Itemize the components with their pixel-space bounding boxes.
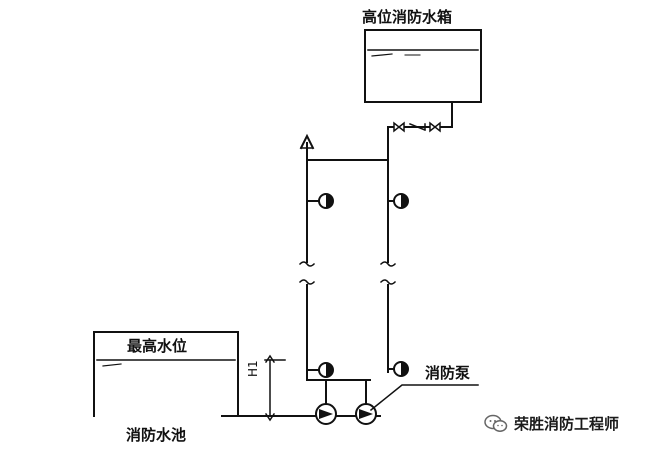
- fire-pump-label: 消防泵: [425, 364, 471, 382]
- height-h1-label: H1: [246, 360, 260, 377]
- fire-pool: [93, 331, 239, 417]
- vent-arrow-icon: [299, 133, 315, 150]
- tank-outlet-pipe: [387, 101, 453, 161]
- pump-leader-line: [369, 384, 479, 412]
- pressure-gauges: [306, 193, 409, 378]
- check-valve-icon: [409, 123, 426, 131]
- gate-valve-icon: [429, 121, 441, 133]
- high-tank: [364, 29, 482, 103]
- fire-pool-label: 消防水池: [126, 426, 187, 444]
- h1-dimension: [264, 354, 286, 422]
- high-tank-label: 高位消防水箱: [362, 8, 453, 26]
- wechat-icon: [484, 414, 508, 432]
- watermark-text: 荣胜消防工程师: [514, 415, 620, 433]
- max-water-level-label: 最高水位: [127, 337, 188, 355]
- watermark: 荣胜消防工程师: [484, 413, 619, 434]
- fire-pumps: [315, 403, 377, 425]
- left-riser: [299, 133, 315, 373]
- gate-valve-icon: [393, 121, 405, 133]
- pipe-break-marks: [298, 261, 397, 285]
